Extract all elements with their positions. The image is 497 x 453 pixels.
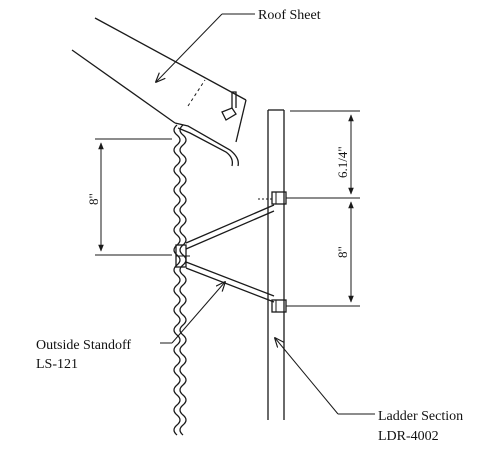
outside-standoff: [175, 198, 275, 303]
left-dimension: [95, 138, 172, 256]
ladder-section-code: LDR-4002: [378, 429, 439, 444]
outside-standoff-label: Outside Standoff: [36, 338, 131, 353]
roof-sheet: [71, 17, 247, 167]
right-lower-dimension-label: 8": [335, 246, 350, 258]
left-dimension-label: 8": [86, 193, 101, 205]
roof-sheet-label: Roof Sheet: [258, 8, 321, 23]
right-dimensions: [290, 110, 360, 307]
roof-sheet-leader: [156, 13, 255, 82]
ladder-section: [267, 109, 285, 420]
ladder-section-label: Ladder Section: [378, 409, 463, 424]
right-upper-dimension-label: 6.1/4": [335, 146, 350, 178]
outside-standoff-code: LS-121: [36, 357, 78, 372]
lower-bolt: [271, 299, 292, 313]
upper-bolt: [271, 191, 292, 205]
corrugated-wall: [173, 124, 187, 436]
outside-standoff-leader: [160, 282, 225, 344]
ladder-section-leader: [275, 338, 375, 415]
